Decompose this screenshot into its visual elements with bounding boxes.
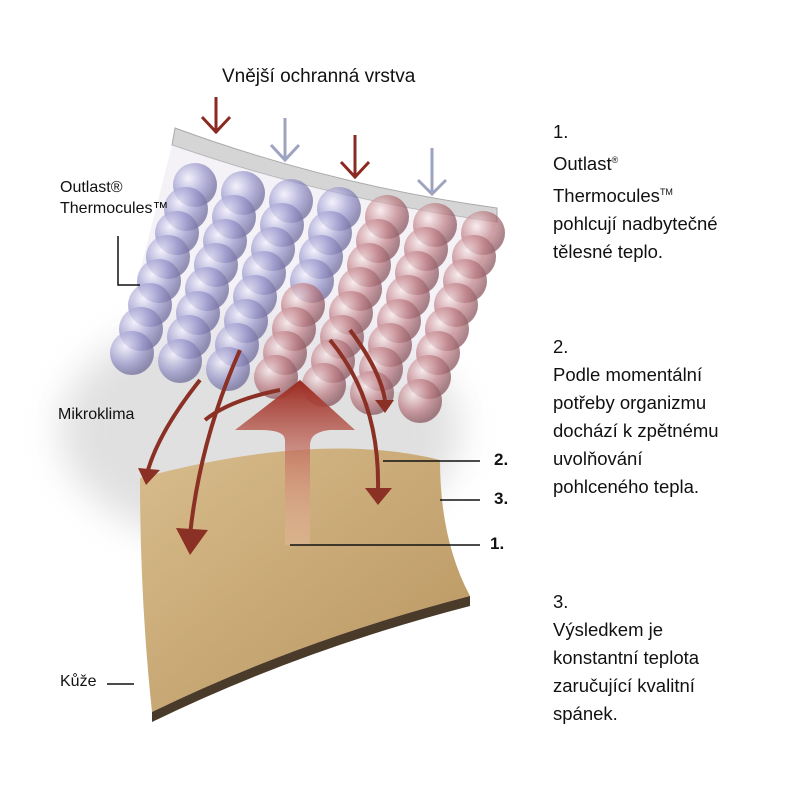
step-1-line-outlast: Outlast® [553, 146, 718, 178]
step-1: 1. Outlast® ThermoculesTM pohlcují nadby… [553, 118, 718, 266]
trademark-mark: TM [659, 187, 673, 198]
heat-up-arrow [235, 380, 355, 545]
step-3-line: Výsledkem je [553, 619, 664, 640]
step-2-line: dochází k zpětnému [553, 420, 719, 441]
label-mikroklima: Mikroklima [58, 406, 135, 423]
step-2-line: pohlceného tepla. [553, 476, 700, 497]
skin-layer [140, 448, 470, 712]
label-outlast: Outlast® [60, 179, 123, 196]
heat-release-arrows [146, 328, 387, 536]
step-2-number: 2. [553, 336, 569, 357]
thermocules-spheres [110, 163, 505, 423]
step-1-line: pohlcují nadbytečné [553, 213, 718, 235]
skin-layer-edge [152, 596, 470, 722]
heat-release-arrowheads [138, 400, 394, 555]
step-2-line: Podle momentální [553, 364, 703, 385]
step-2-line: potřeby organizmu [553, 392, 707, 413]
thermocule-sphere [254, 355, 298, 399]
registered-mark: ® [611, 155, 619, 165]
outer-layer-title: Vnější ochranná vrstva [222, 66, 416, 87]
marker-2: 2. [494, 450, 509, 469]
step-2-line: uvolňování [553, 448, 643, 469]
step-1-number: 1. [553, 121, 569, 142]
arrow-down-blue [269, 118, 301, 163]
arrow-down-red [200, 97, 232, 135]
label-kuze: Kůže [60, 673, 97, 690]
step-3: 3. Výsledkem je konstantní teplota zaruč… [553, 588, 699, 728]
step-1-line: Thermocules [553, 185, 660, 207]
step-3-line: zaručující kvalitní [553, 675, 695, 696]
step-2: 2. Podle momentální potřeby organizmu do… [553, 333, 719, 501]
thermocule-sphere [110, 331, 154, 375]
step-1-line-thermocules: ThermoculesTM [553, 178, 718, 210]
marker-1: 1. [490, 534, 505, 553]
arrow-down-red [339, 135, 371, 180]
thermocule-sphere [398, 379, 442, 423]
thermocule-sphere [158, 339, 202, 383]
leader-lines [107, 236, 480, 685]
step-3-line: spánek. [553, 703, 618, 724]
step-1-line: Outlast [553, 153, 612, 175]
step-3-line: konstantní teplota [553, 647, 700, 668]
arrow-down-blue [416, 148, 448, 197]
step-3-number: 3. [553, 591, 569, 612]
label-thermocules: Thermocules™ [60, 200, 169, 217]
thermocule-sphere [206, 347, 250, 391]
step-1-line: tělesné teplo. [553, 241, 664, 263]
marker-3: 3. [494, 489, 509, 508]
